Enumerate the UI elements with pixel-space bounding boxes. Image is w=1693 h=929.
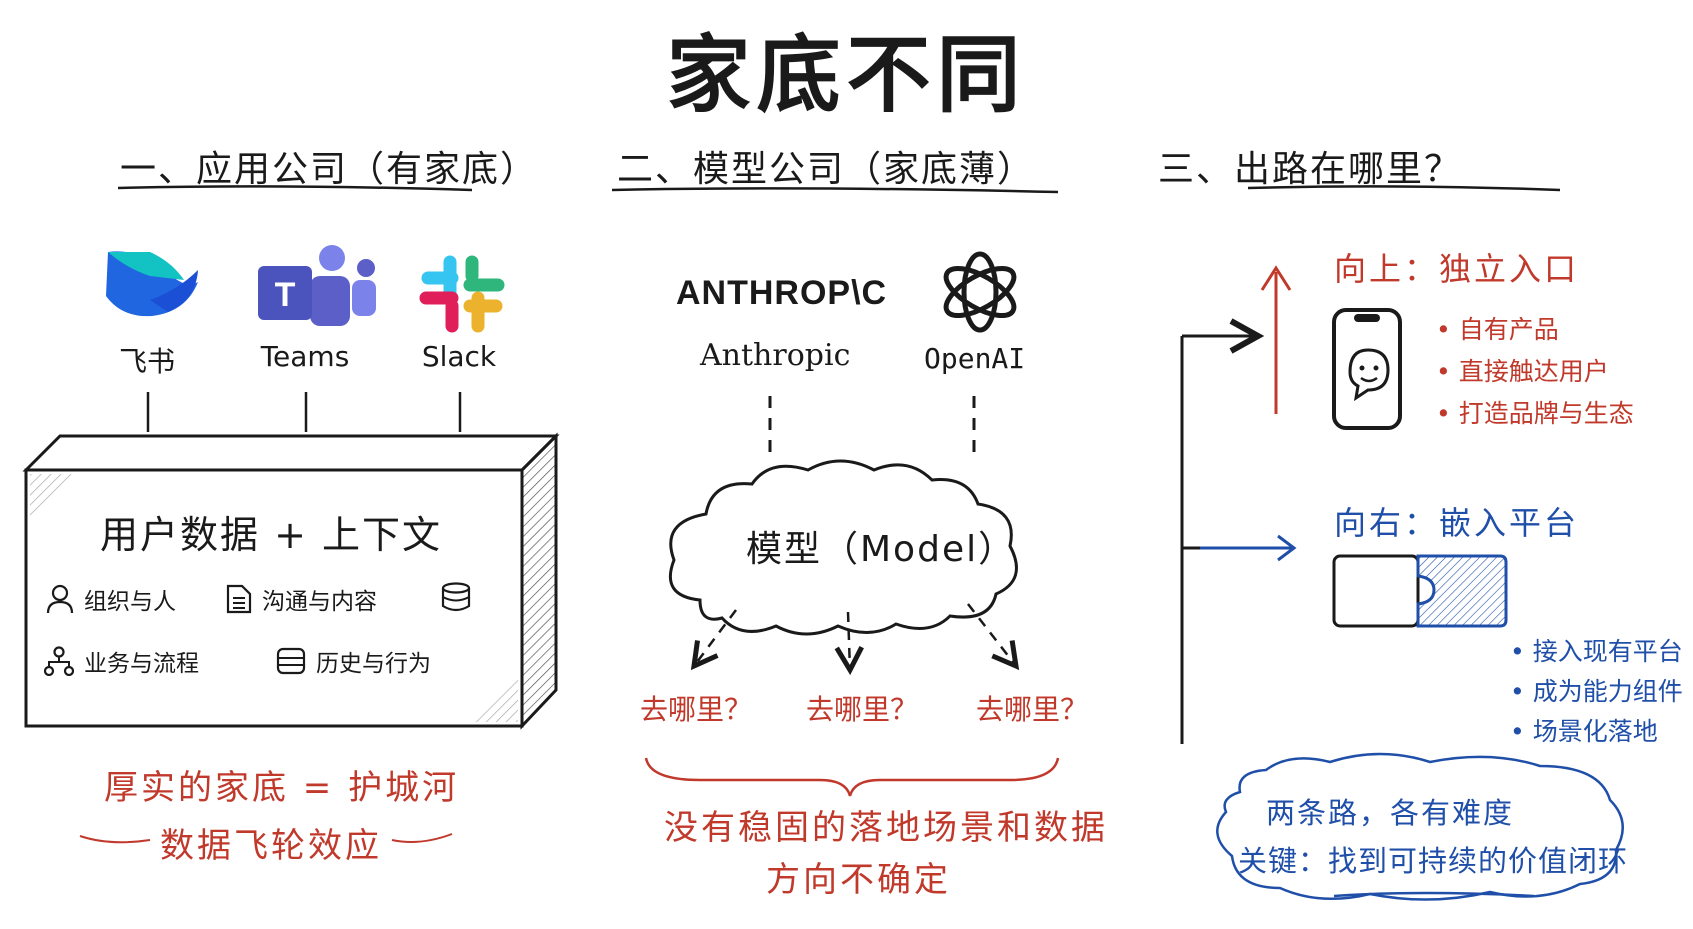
phone-icon	[1332, 308, 1402, 430]
teams-logo-icon: T	[258, 245, 376, 326]
way-right-heading: 向右：嵌入平台	[1334, 504, 1580, 542]
way-up-bullet-2: • 直接触达用户	[1436, 357, 1609, 386]
feishu-logo-icon	[106, 251, 198, 317]
way-right-bullet-2: • 成为能力组件	[1510, 677, 1683, 706]
model-conclusion-1: 没有稳固的落地场景和数据	[664, 808, 1108, 848]
where-label-1: 去哪里？	[640, 693, 753, 726]
logo-label-anthropic: Anthropic	[700, 338, 851, 373]
note-cloud	[1216, 752, 1624, 901]
logo-label-teams: Teams	[260, 340, 350, 373]
note-line-1: 两条路，各有难度	[1266, 796, 1515, 830]
way-right-bullet-1: • 接入现有平台	[1510, 637, 1683, 666]
database-icon	[441, 582, 471, 612]
box-item-db	[440, 582, 472, 612]
document-icon	[226, 584, 252, 614]
page-title: 家底不同	[666, 26, 1027, 124]
logo-label-slack: Slack	[421, 340, 497, 373]
person-icon	[46, 584, 74, 614]
box-item-content: 沟通与内容	[226, 582, 377, 616]
model-conclusion-2: 方向不确定	[766, 860, 951, 900]
app-conclusion-1: 厚实的家底 = 护城河	[104, 768, 460, 808]
section-heading-app: 一、应用公司（有家底）	[120, 149, 539, 190]
box-item-history: 历史与行为	[276, 644, 431, 678]
storage-icon	[276, 647, 306, 675]
section-heading-model: 二、模型公司（家底薄）	[617, 149, 1036, 190]
chat-icon	[1348, 348, 1390, 402]
logo-label-feishu: 飞书	[118, 345, 175, 378]
note-line-2: 关键：找到可持续的价值闭环	[1238, 844, 1629, 878]
way-up-bullet-1: • 自有产品	[1436, 315, 1559, 344]
model-cloud-label: 模型（Model）	[746, 529, 1017, 570]
way-up-bullet-3: • 打造品牌与生态	[1436, 399, 1634, 428]
where-label-3: 去哪里？	[976, 693, 1089, 726]
box-title: 用户数据 + 上下文	[100, 513, 442, 557]
logo-label-openai: OpenAI	[924, 342, 1026, 375]
anthropic-logo-icon: ANTHROP\C	[676, 274, 888, 312]
slack-logo-icon	[419, 255, 505, 333]
box-item-org: 组织与人	[46, 582, 176, 616]
way-right-bullet-3: • 场景化落地	[1510, 717, 1658, 746]
box-item-process: 业务与流程	[44, 644, 199, 678]
where-label-2: 去哪里？	[806, 693, 919, 726]
openai-logo-icon	[943, 251, 1017, 333]
model-cloud	[668, 459, 1018, 636]
org-chart-icon	[44, 646, 74, 676]
puzzle-icon	[1332, 554, 1508, 628]
way-up-heading: 向上：独立入口	[1334, 250, 1580, 288]
section-heading-way: 三、出路在哪里？	[1158, 149, 1463, 190]
app-conclusion-2: 数据飞轮效应	[160, 826, 382, 866]
user-data-box	[22, 432, 560, 730]
svg-text:T: T	[275, 276, 296, 314]
